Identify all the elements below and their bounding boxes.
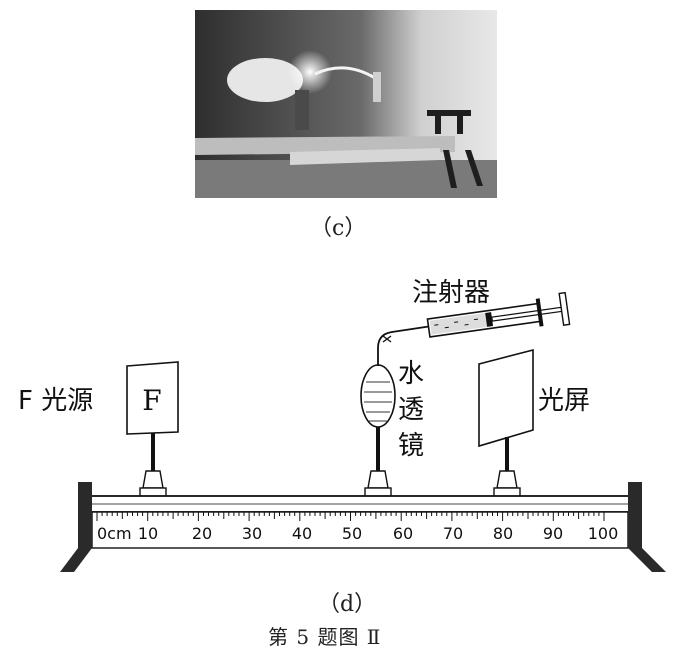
ruler-tick-label: 30 xyxy=(242,524,262,543)
ruler-ticks xyxy=(96,512,605,521)
ruler-tick-label: 80 xyxy=(493,524,513,543)
ruler-tick-label: 100 xyxy=(588,524,619,543)
ruler-tick-label: 20 xyxy=(192,524,212,543)
label-light-source: F 光源 xyxy=(18,386,94,416)
syringe xyxy=(426,291,571,338)
label-water-lens: 水透镜 xyxy=(398,359,425,461)
light-source-stand xyxy=(126,361,179,499)
screen-stand xyxy=(478,348,534,499)
ruler-tick-label: 90 xyxy=(543,524,563,543)
ruler-labels: 0cm 10 20 30 40 50 60 70 80 90 100 xyxy=(97,524,618,543)
label-screen: 光屏 xyxy=(538,386,591,416)
ruler-tick-label: 10 xyxy=(138,524,158,543)
water-lens xyxy=(360,364,396,499)
ruler-tick-label: 50 xyxy=(342,524,362,543)
ruler-tick-label: 40 xyxy=(292,524,312,543)
ruler-tick-label: 60 xyxy=(393,524,413,543)
caption-c: （c） xyxy=(310,216,367,241)
optical-bench-rail xyxy=(60,482,666,572)
figure-title: 第 5 题图 Ⅱ xyxy=(268,625,382,649)
ruler-tick-label: 70 xyxy=(443,524,463,543)
ruler-unit-label: 0cm xyxy=(97,524,132,543)
caption-d: （d） xyxy=(318,592,377,617)
label-syringe: 注射器 xyxy=(412,278,491,308)
source-letter: F xyxy=(142,384,161,417)
photo-experiment xyxy=(195,10,497,198)
